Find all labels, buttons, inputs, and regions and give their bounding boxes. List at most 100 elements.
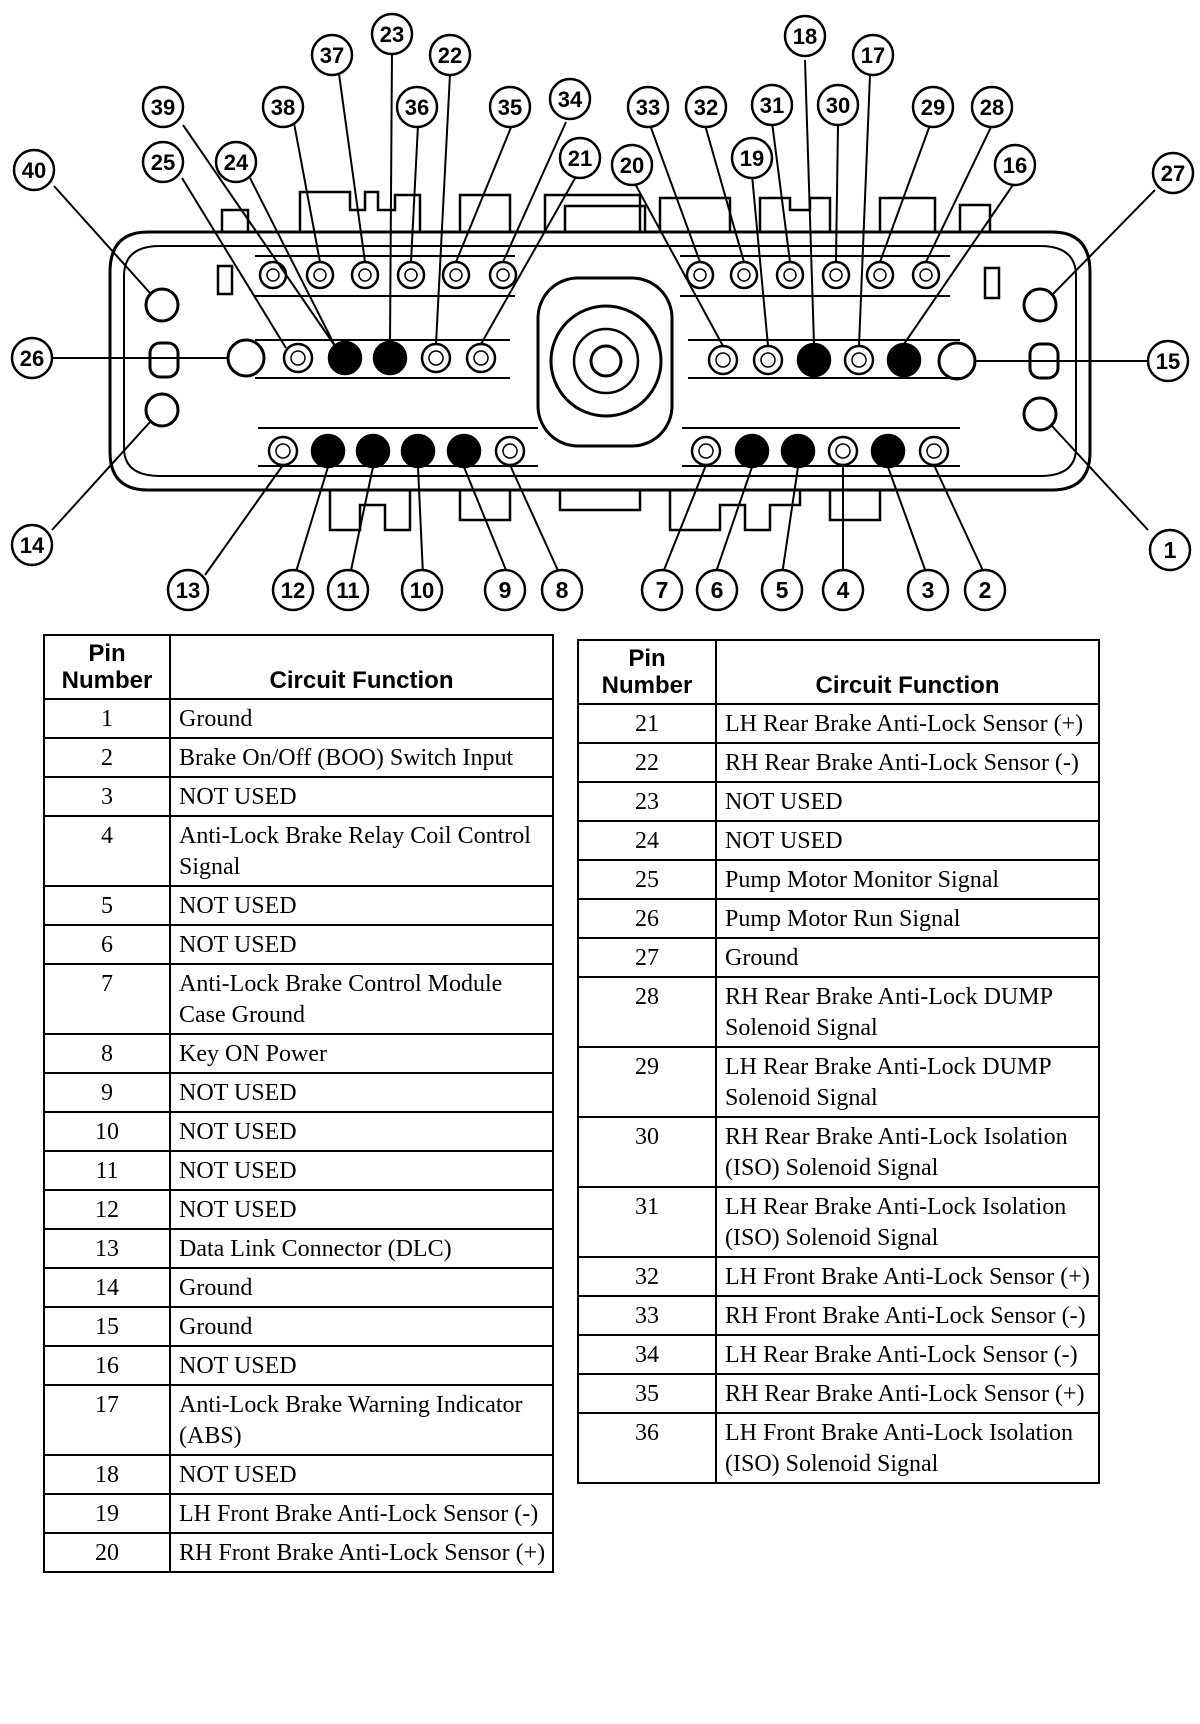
callout-label: 24: [224, 150, 249, 175]
callout-circle: [963, 568, 1007, 612]
pin-number-cell: 23: [577, 781, 717, 822]
callout-label: 6: [711, 577, 724, 603]
circuit-function-cell: NOT USED: [169, 1072, 554, 1113]
pin-callout-12: 12: [271, 568, 315, 612]
callout-circle: [400, 568, 444, 612]
pin-number-cell: 3: [43, 776, 171, 817]
circuit-function-cell: Anti-Lock Brake Warning Indicator (ABS): [169, 1384, 554, 1456]
pin-number-cell: 4: [43, 815, 171, 887]
pin-callout-10: 10: [400, 568, 444, 612]
callout-circle: [10, 336, 54, 380]
center-boss-hole: [589, 344, 623, 378]
header-pin-number: Pin Number: [577, 639, 717, 705]
circuit-function-cell: NOT USED: [169, 924, 554, 965]
pin-number-cell: 16: [43, 1345, 171, 1386]
callout-label: 14: [20, 533, 45, 558]
pin-callout-34: 34: [548, 77, 592, 121]
pin-callout-19: 19: [730, 136, 774, 180]
callout-label: 33: [636, 95, 660, 120]
callout-label: 37: [320, 43, 344, 68]
callout-label: 16: [1003, 153, 1027, 178]
middle-row-channel: [255, 339, 960, 379]
callout-circle: [548, 77, 592, 121]
pin-number-cell: 25: [577, 859, 717, 900]
callout-label: 25: [151, 150, 175, 175]
callout-label: 9: [499, 577, 512, 603]
pin-number-cell: 9: [43, 1072, 171, 1113]
circuit-function-cell: Ground: [169, 1267, 554, 1308]
pin-number-cell: 35: [577, 1373, 717, 1414]
center-boss-ring: [572, 327, 640, 395]
circuit-function-cell: LH Rear Brake Anti-Lock Sensor (-): [715, 1334, 1100, 1375]
pin-number-cell: 28: [577, 976, 717, 1048]
pin-number-cell: 14: [43, 1267, 171, 1308]
callout-label: 26: [20, 346, 44, 371]
pin-callout-8: 8: [540, 568, 584, 612]
center-boss-frame: [536, 276, 674, 448]
callout-label: 34: [558, 87, 583, 112]
pin-callout-17: 17: [851, 33, 895, 77]
pin-number-cell: 17: [43, 1384, 171, 1456]
callout-label: 31: [760, 93, 784, 118]
callout-circle: [395, 85, 439, 129]
circuit-function-cell: NOT USED: [169, 1189, 554, 1230]
callout-circle: [730, 136, 774, 180]
pin-number-cell: 1: [43, 698, 171, 739]
top-center-window: [563, 204, 647, 234]
pin-callout-24: 24: [214, 140, 258, 184]
callout-label: 27: [1161, 161, 1185, 186]
pin-number-cell: 26: [577, 898, 717, 939]
pin-callout-18: 18: [783, 14, 827, 58]
cavity-40: [144, 287, 180, 323]
pin-callout-13: 13: [166, 568, 210, 612]
circuit-function-cell: NOT USED: [169, 1111, 554, 1152]
pin-number-cell: 11: [43, 1150, 171, 1191]
callout-label: 40: [22, 158, 46, 183]
pin-callout-38: 38: [261, 85, 305, 129]
callout-label: 1: [1164, 537, 1177, 563]
callout-label: 38: [271, 95, 295, 120]
callout-circle: [428, 33, 472, 77]
cavity-27: [1022, 287, 1058, 323]
callout-label: 8: [556, 577, 569, 603]
circuit-function-cell: Ground: [715, 937, 1100, 978]
circuit-function-cell: LH Rear Brake Anti-Lock DUMP Solenoid Si…: [715, 1046, 1100, 1118]
circuit-function-cell: Anti-Lock Brake Relay Coil Control Signa…: [169, 815, 554, 887]
pin-number-cell: 5: [43, 885, 171, 926]
pin-callout-6: 6: [695, 568, 739, 612]
pin-callout-39: 39: [141, 85, 185, 129]
pin-callout-40: 40: [12, 148, 56, 192]
callout-circle: [540, 568, 584, 612]
callout-circle: [370, 12, 414, 56]
circuit-function-cell: NOT USED: [169, 885, 554, 926]
pin-number-cell: 22: [577, 742, 717, 783]
pin-callout-35: 35: [488, 85, 532, 129]
pin-callout-4: 4: [821, 568, 865, 612]
pin-callout-1: 1: [1148, 528, 1192, 572]
pin-callout-2: 2: [963, 568, 1007, 612]
header-circuit-function: Circuit Function: [715, 639, 1100, 705]
callout-circle: [851, 33, 895, 77]
pin-number-cell: 29: [577, 1046, 717, 1118]
callout-label: 32: [694, 95, 718, 120]
cavity-26: [226, 338, 266, 378]
callout-circle: [271, 568, 315, 612]
callout-circle: [750, 83, 794, 127]
circuit-function-cell: RH Front Brake Anti-Lock Sensor (+): [169, 1532, 554, 1573]
pin-number-cell: 33: [577, 1295, 717, 1336]
callout-circle: [1148, 528, 1192, 572]
callout-label: 3: [922, 577, 935, 603]
